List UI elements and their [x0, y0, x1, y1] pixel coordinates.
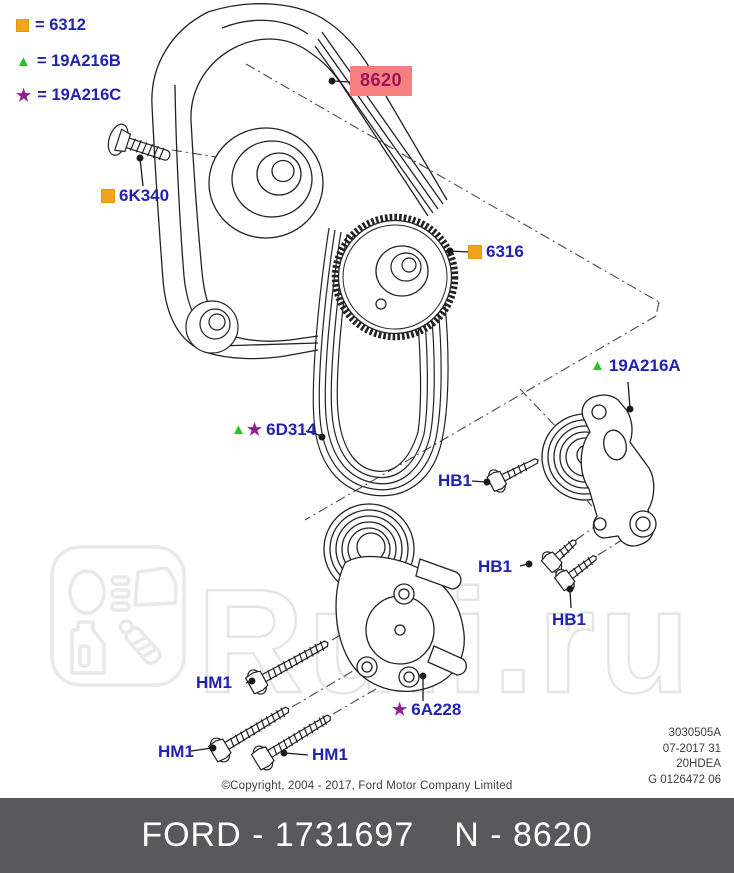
purple-star-icon: ★ — [246, 420, 263, 439]
part-code: HM1 — [158, 742, 194, 761]
orange-square-icon — [468, 244, 482, 259]
revision-line: 20HDEA — [676, 758, 721, 770]
legend-item-19a216b: ▲ = 19A216B — [16, 52, 121, 71]
part-label-hb1-1[interactable]: HB1 — [438, 472, 472, 489]
legend-label: = 19A216C — [37, 86, 122, 104]
leader-lines — [136, 77, 634, 757]
idler-pulley-drawing — [208, 127, 324, 239]
legend-label: = 19A216B — [36, 52, 121, 70]
catalog-part-number: N - 8620 — [454, 816, 593, 854]
part-label-6d314[interactable]: ▲ ★ 6D314 — [231, 421, 316, 438]
part-label-hb1-3[interactable]: HB1 — [552, 611, 586, 628]
revision-line: 07-2017 31 — [662, 742, 721, 755]
bottom-title-bar: FORD - 1731697 N - 8620 — [0, 798, 734, 873]
part-code: HM1 — [312, 745, 348, 764]
part-code: 8620 — [360, 70, 403, 90]
copyright-text: ©Copyright, 2004 - 2017, Ford Motor Comp… — [221, 780, 513, 792]
legend-item-6312: = 6312 — [16, 16, 86, 35]
part-code: HB1 — [438, 471, 473, 490]
part-label-hb1-2[interactable]: HB1 — [478, 558, 512, 575]
part-label-6a228[interactable]: ★ 6A228 — [392, 701, 461, 718]
part-code: 6A228 — [411, 700, 462, 719]
part-label-hm1-2[interactable]: HM1 — [158, 743, 194, 760]
part-code: HM1 — [196, 673, 232, 692]
orange-square-icon — [16, 19, 29, 32]
idler-assembly-drawing — [541, 394, 657, 547]
legend-item-19a216c: ★ = 19A216C — [16, 86, 121, 105]
part-label-8620-highlighted[interactable]: 8620 — [350, 66, 413, 96]
alt-belt-drawing — [312, 227, 449, 497]
crank-sprocket-drawing — [331, 213, 459, 341]
part-code: 6K340 — [119, 186, 170, 205]
part-label-6316[interactable]: 6316 — [468, 243, 524, 260]
revision-block: 3030505A 07-2017 31 20HDEA G 0126472 06 — [648, 726, 721, 788]
revision-line: 3030505A — [668, 727, 721, 739]
guide-pulley-drawing — [185, 300, 239, 354]
part-code: 6316 — [486, 242, 524, 261]
part-code: HB1 — [552, 610, 587, 629]
green-triangle-icon: ▲ — [231, 421, 246, 438]
tensioner-drawing — [323, 503, 467, 692]
legend-label: = 6312 — [35, 16, 86, 34]
bolt-drawings — [107, 123, 597, 771]
watermark-logo — [50, 545, 186, 687]
part-label-hm1-3[interactable]: HM1 — [312, 746, 348, 763]
revision-line: G 0126472 06 — [648, 773, 721, 786]
orange-square-icon — [101, 188, 115, 203]
green-triangle-icon: ▲ — [590, 357, 605, 374]
part-code: HB1 — [478, 557, 513, 576]
part-label-19a216a[interactable]: ▲ 19A216A — [590, 357, 681, 374]
part-code: 6D314 — [266, 420, 317, 439]
part-label-hm1-1[interactable]: HM1 — [196, 674, 232, 691]
green-triangle-icon: ▲ — [16, 53, 31, 70]
purple-star-icon: ★ — [392, 700, 408, 719]
part-code: 19A216A — [608, 356, 681, 375]
purple-star-icon: ★ — [16, 86, 32, 105]
brand-part-number: FORD - 1731697 — [141, 816, 415, 854]
drive-belt-drawing — [151, 3, 448, 360]
part-label-6k340[interactable]: 6K340 — [101, 187, 169, 204]
